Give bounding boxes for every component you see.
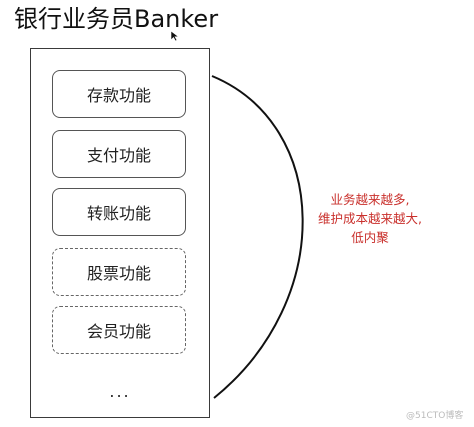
more-functions-ellipsis: ... — [109, 382, 131, 401]
function-label: 转账功能 — [86, 204, 151, 223]
annotation-text: 业务越来越多, 维护成本越来越大, 低内聚 — [305, 190, 435, 247]
function-label: 股票功能 — [86, 264, 151, 283]
annotation-line: 低内聚 — [351, 230, 389, 245]
annotation-line: 维护成本越来越大, — [318, 211, 422, 226]
function-box-stock: 股票功能 — [52, 248, 186, 296]
function-box-member: 会员功能 — [52, 306, 186, 354]
cursor-arrow-icon — [170, 30, 180, 42]
function-box-transfer: 转账功能 — [52, 188, 186, 236]
diagram-title: 银行业务员Banker — [14, 5, 219, 33]
function-box-payment: 支付功能 — [52, 130, 186, 178]
function-label: 存款功能 — [86, 86, 151, 105]
watermark: @51CTO博客 — [406, 411, 464, 421]
banker-container — [30, 48, 210, 418]
annotation-line: 业务越来越多, — [330, 192, 410, 207]
function-box-deposit: 存款功能 — [52, 70, 186, 118]
function-label: 会员功能 — [86, 322, 151, 341]
function-label: 支付功能 — [86, 146, 151, 165]
